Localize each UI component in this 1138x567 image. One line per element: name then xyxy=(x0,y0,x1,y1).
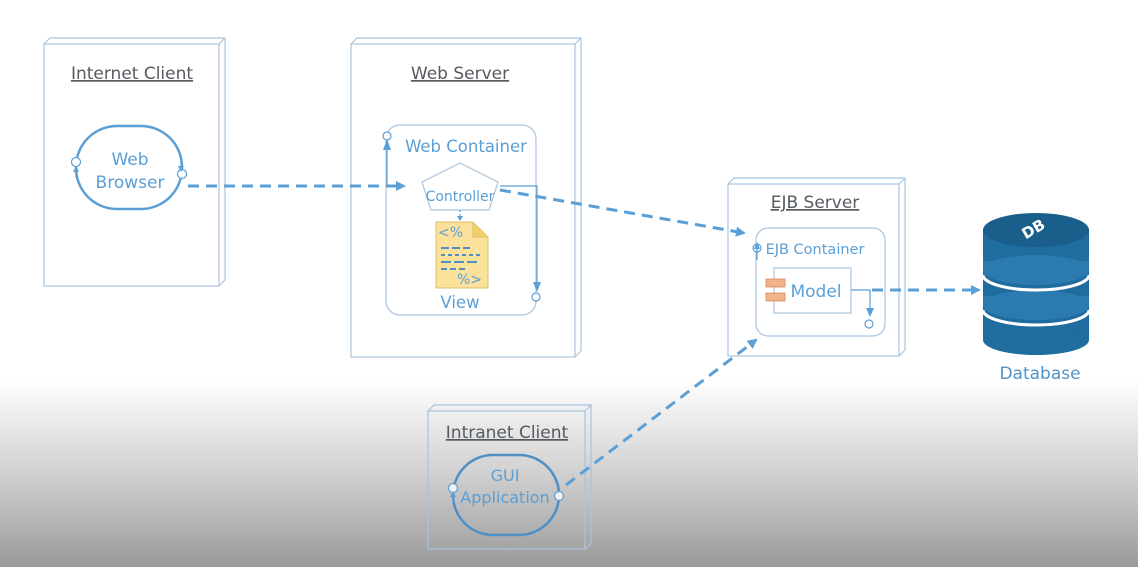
web-browser-component[interactable]: Web Browser xyxy=(70,124,188,211)
view-element[interactable]: <% %> View xyxy=(435,221,489,312)
port-circle-icon xyxy=(70,156,82,168)
port-circle-icon xyxy=(553,490,565,502)
intranet-client-title: Intranet Client xyxy=(446,423,569,443)
arrow-down-icon xyxy=(457,216,463,221)
internet-client-title: Internet Client xyxy=(71,64,193,84)
arrow-up-icon xyxy=(383,139,391,150)
web-server-title: Web Server xyxy=(411,64,509,84)
controller-label: Controller xyxy=(426,189,495,205)
web-container: Web Container xyxy=(382,124,541,316)
view-label: View xyxy=(440,293,479,312)
jsp-open-tag: <% xyxy=(438,225,463,241)
arrow-up-icon xyxy=(754,242,760,249)
controller-return-line xyxy=(500,185,538,285)
web-browser-label-line2: Browser xyxy=(96,173,165,193)
arrow-down-icon xyxy=(533,282,541,292)
controller-to-ejb-connector xyxy=(499,188,746,237)
arrow-down-icon xyxy=(178,166,184,172)
arrow-up-icon xyxy=(73,166,79,172)
model-label: Model xyxy=(790,282,841,302)
gui-application-label-line2: Application xyxy=(460,488,549,507)
port-circle-icon xyxy=(864,319,874,329)
model-return-line xyxy=(851,289,871,312)
model-component[interactable]: Model xyxy=(765,267,852,314)
intranet-client-node: Intranet Client xyxy=(427,404,592,550)
database-label: Database xyxy=(999,364,1080,384)
port-circle-icon xyxy=(531,292,541,302)
component-tab-icon xyxy=(765,278,786,288)
controller-element[interactable]: Controller xyxy=(421,162,499,211)
ejb-server-title: EJB Server xyxy=(771,193,860,213)
arrow-down-icon xyxy=(866,308,874,317)
web-container-label: Web Container xyxy=(405,137,527,156)
database-icon: DB xyxy=(981,213,1091,355)
jsp-document-icon xyxy=(435,221,489,289)
ejb-container-label: EJB Container xyxy=(766,242,865,258)
port-circle-icon xyxy=(382,131,392,141)
component-tab-icon xyxy=(765,292,786,302)
port-circle-icon xyxy=(176,168,188,180)
gui-application-label-line1: GUI xyxy=(491,466,520,485)
gui-to-ejb-connector xyxy=(565,338,758,487)
jsp-close-tag: %> xyxy=(457,272,482,288)
arrow-up-icon xyxy=(450,491,456,497)
gui-application-component[interactable]: GUI Application xyxy=(447,453,565,537)
web-browser-label-line1: Web xyxy=(111,150,148,170)
